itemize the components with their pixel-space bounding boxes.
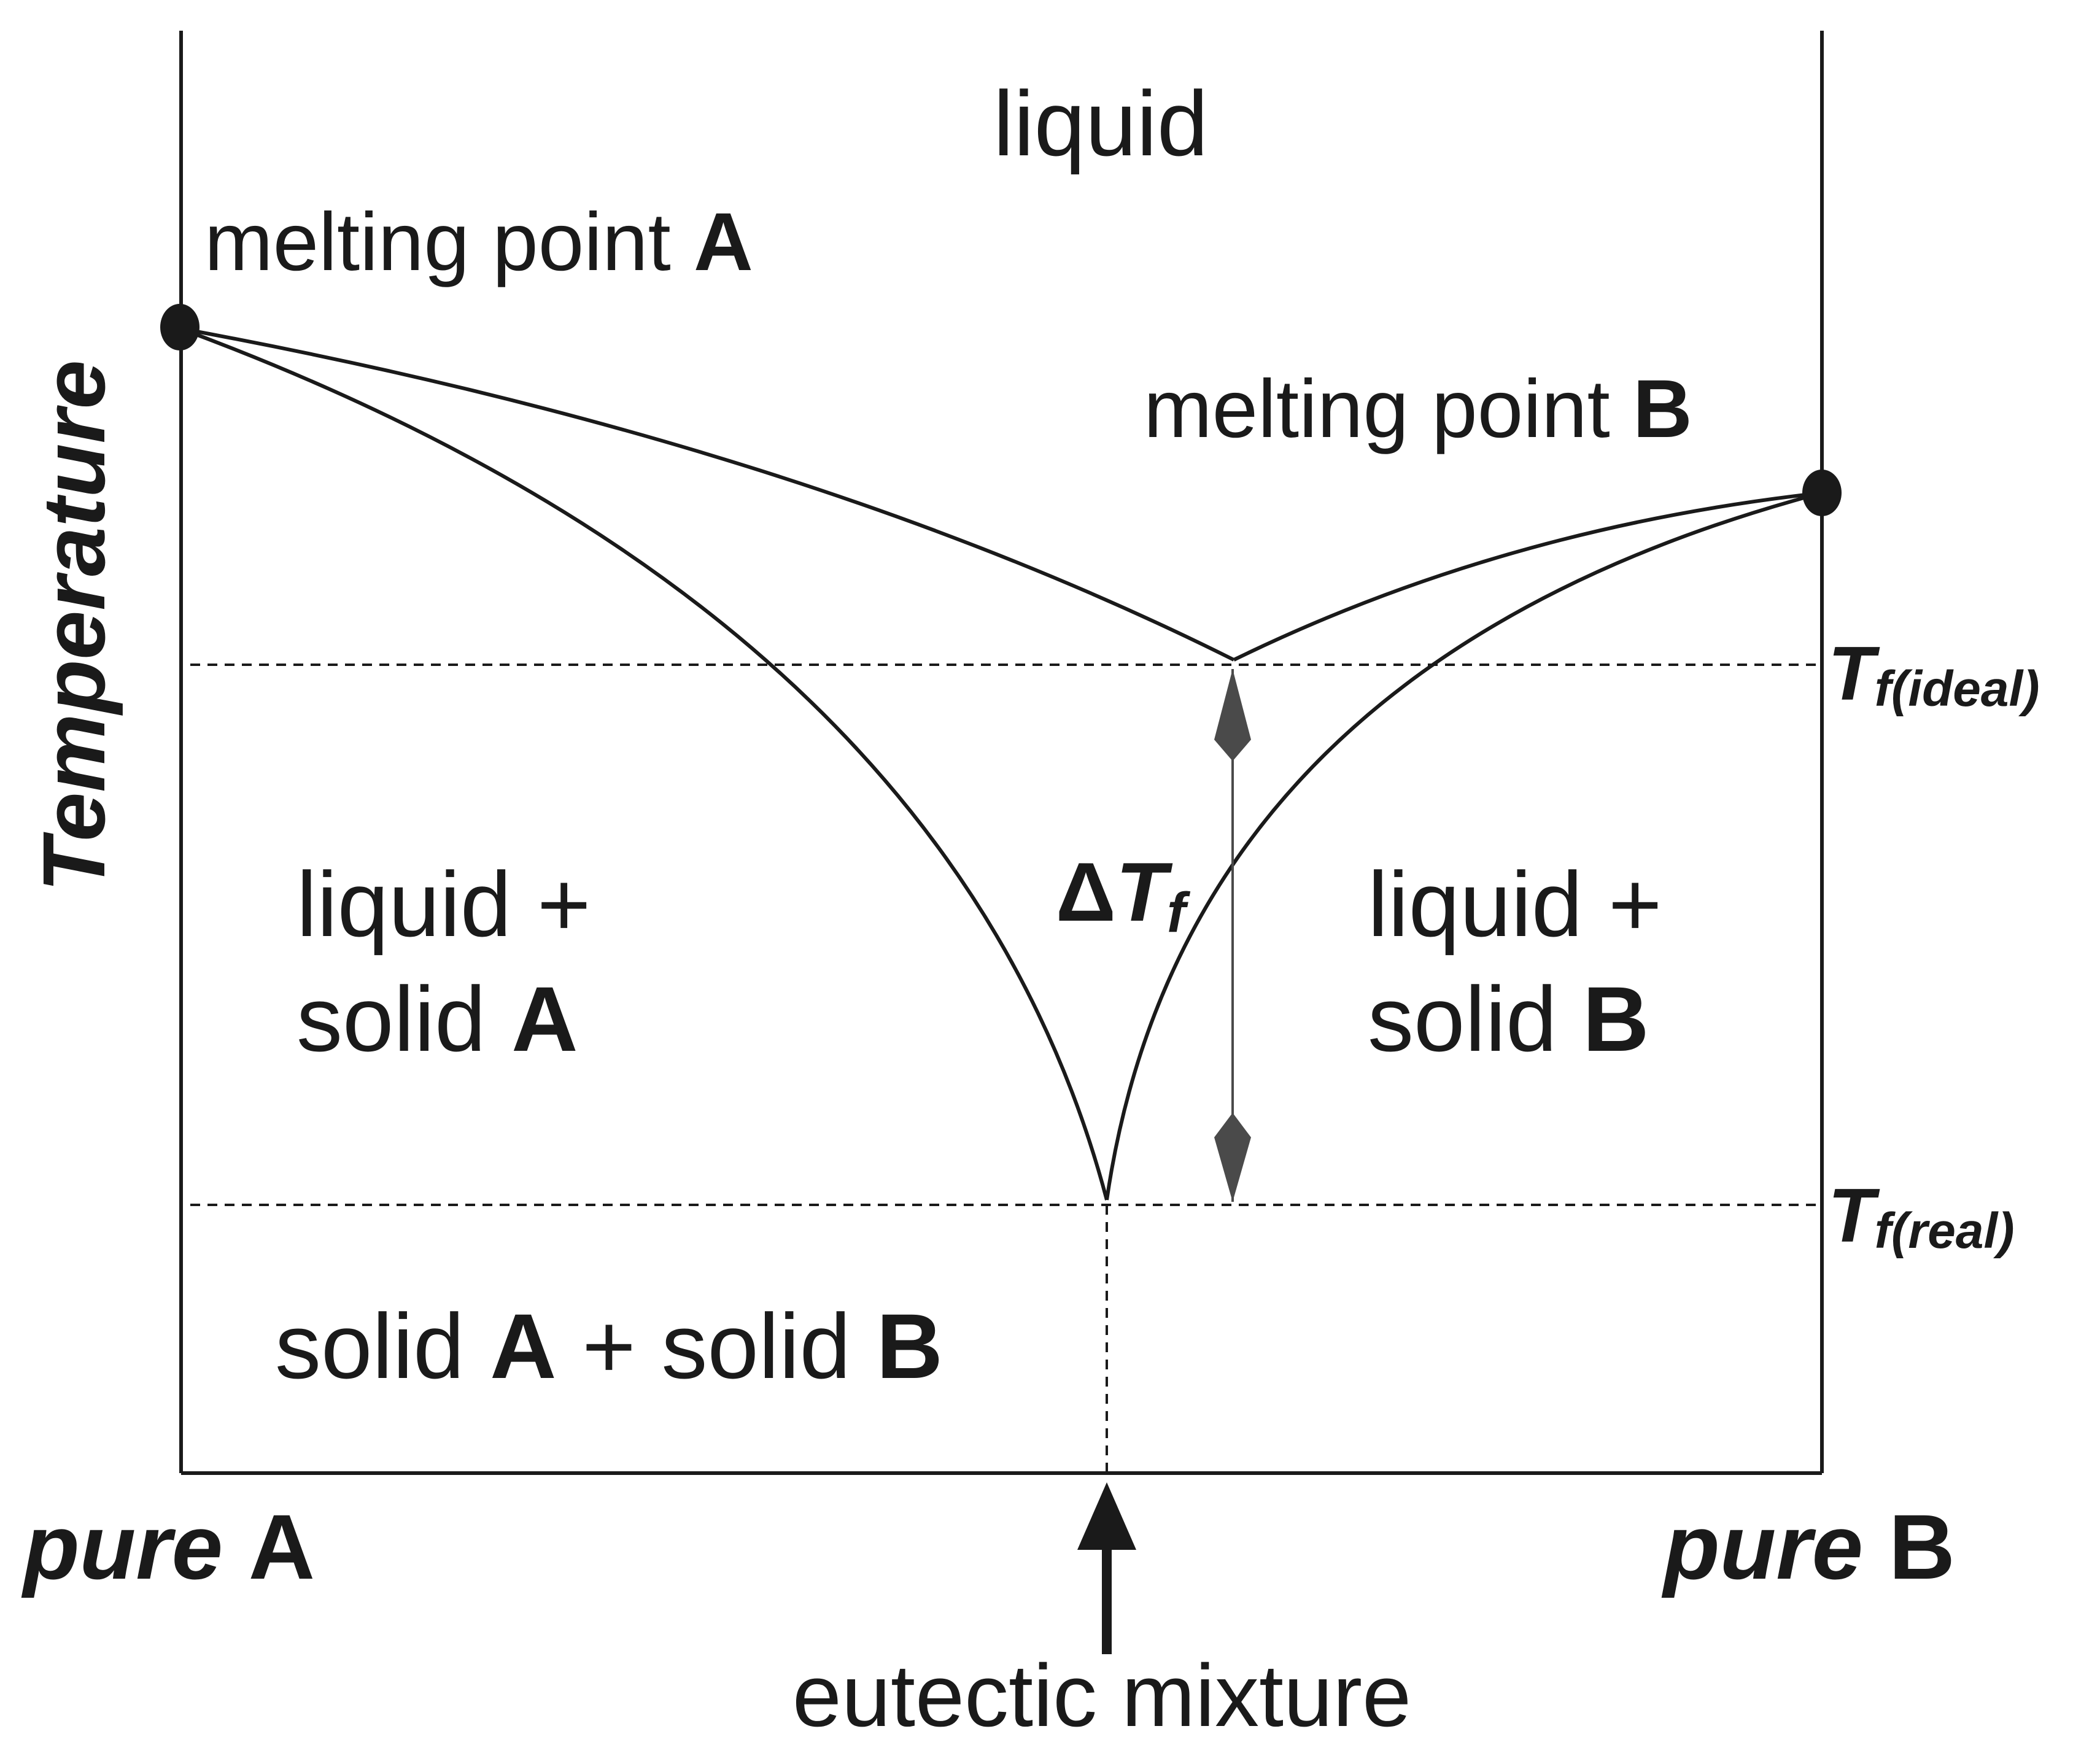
melting-point-a-letter: A [694, 196, 753, 288]
real-liquidus-a [179, 327, 1109, 1201]
left-region-line2: solid A [296, 967, 578, 1070]
pure-b-label: pure B [1661, 1495, 1955, 1598]
left-region-solid: solid [296, 967, 511, 1070]
liquid-label: liquid [993, 72, 1208, 175]
melting-point-b-text: melting point [1144, 363, 1633, 455]
y-axis-label: Temperature [25, 360, 123, 892]
ideal-liquidus-a [179, 327, 1235, 662]
left-region-line1: liquid + [296, 853, 591, 956]
real-liquidus-b [1105, 491, 1823, 1201]
pure-a-letter: A [249, 1495, 315, 1598]
melting-point-b-marker [1802, 470, 1842, 516]
tf-real-sub: f(real) [1875, 1203, 2015, 1259]
right-region-line1: liquid + [1368, 853, 1662, 956]
bottom-plus-solid: + solid [557, 1294, 877, 1398]
tf-ideal-label: Tf(ideal) [1828, 632, 2040, 717]
melting-point-a-marker [160, 304, 200, 350]
pure-a-label: pure A [21, 1495, 315, 1598]
tf-ideal-sub: f(ideal) [1875, 661, 2040, 717]
delta-tf-arrow-head-top [1214, 669, 1251, 761]
melting-point-b-letter: B [1633, 363, 1692, 455]
ideal-liquidus-b [1233, 491, 1823, 662]
right-region-letter: B [1583, 967, 1649, 1070]
bottom-region-label: solid A + solid B [275, 1294, 943, 1398]
delta-tf-label: ΔTf [1056, 845, 1191, 944]
pure-a-word: pure [21, 1495, 249, 1598]
bottom-letter-a: A [490, 1294, 556, 1398]
melting-point-a-text: melting point [204, 196, 694, 288]
bottom-letter-b: B [877, 1294, 943, 1398]
melting-point-b-label: melting point B [1144, 363, 1692, 455]
tf-real-t: T [1828, 1174, 1880, 1258]
pure-b-letter: B [1889, 1495, 1955, 1598]
delta-t: T [1116, 845, 1173, 938]
delta-sub: f [1167, 881, 1191, 944]
pure-b-word: pure [1661, 1495, 1889, 1598]
delta-symbol: Δ [1056, 845, 1116, 938]
eutectic-mixture-label: eutectic mixture [792, 1646, 1411, 1745]
eutectic-arrow-head [1077, 1482, 1136, 1550]
left-region-letter: A [511, 967, 578, 1070]
right-region-line2: solid B [1368, 967, 1649, 1070]
tf-ideal-t: T [1828, 632, 1880, 716]
tf-real-label: Tf(real) [1828, 1174, 2015, 1259]
right-region-solid: solid [1368, 967, 1583, 1070]
melting-point-a-label: melting point A [204, 196, 753, 288]
delta-tf-arrow-head-bottom [1214, 1113, 1251, 1202]
bottom-solid-1: solid [275, 1294, 490, 1398]
